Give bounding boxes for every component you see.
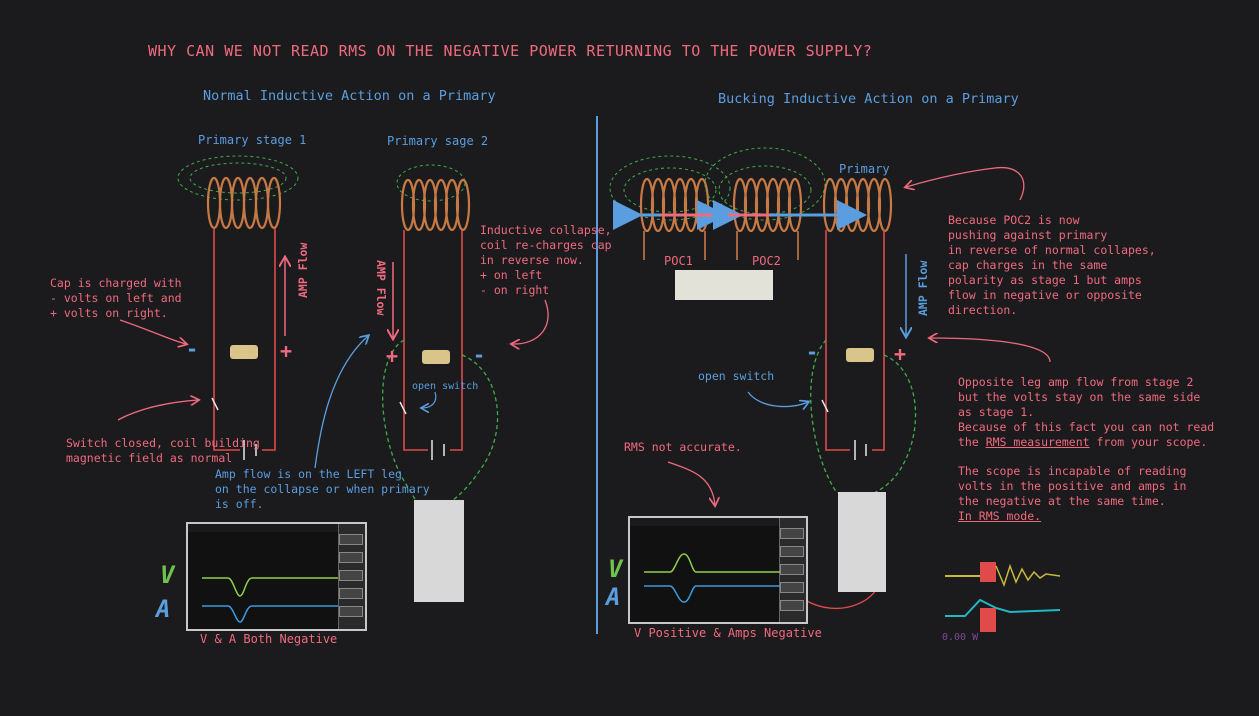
coil-poc2 — [704, 147, 826, 260]
coil-stage-1 — [177, 155, 299, 460]
left-scope-screen — [186, 522, 367, 631]
cap-note: Cap is charged with - volts on left and … — [50, 276, 182, 320]
open-switch-right: open switch — [698, 369, 775, 383]
opposite-note: Opposite leg amp flow from stage 2 but t… — [958, 375, 1215, 449]
scope-note: The scope is incapable of reading volts … — [958, 464, 1187, 508]
inset-waveform — [940, 560, 1064, 640]
right-scope-screen — [628, 516, 808, 624]
inset-value: 0.00 W — [942, 632, 979, 643]
open-switch-left: open switch — [412, 381, 479, 392]
minus-bucking: - — [806, 340, 819, 364]
collapse-note: Inductive collapse, coil re-charges cap … — [480, 223, 612, 297]
plus-stage-1: + — [280, 339, 293, 363]
minus-stage-1: - — [186, 337, 199, 361]
amp-flow-note: Amp flow is on the LEFT leg on the colla… — [215, 467, 430, 511]
coil-poc1 — [609, 155, 731, 260]
stage-1-label: Primary stage 1 — [198, 133, 307, 147]
right-v-label: V — [608, 555, 623, 583]
plus-stage-2: + — [386, 344, 399, 368]
amp-flow-label-2: AMP Flow — [374, 260, 388, 316]
plus-bucking: + — [894, 342, 907, 366]
left-scope-caption: V & A Both Negative — [200, 632, 338, 646]
right-scope-traces — [644, 553, 780, 603]
primary-label: Primary — [839, 162, 890, 176]
poc2-label: POC2 — [752, 254, 781, 268]
left-v-label: V — [160, 561, 175, 589]
bulls-image — [675, 270, 773, 300]
minus-stage-2: - — [473, 343, 486, 367]
left-a-label: A — [156, 595, 171, 623]
rms-not-accurate: RMS not accurate. — [624, 440, 742, 454]
right-heading: Bucking Inductive Action on a Primary — [718, 91, 1019, 107]
left-probe-photo — [414, 500, 464, 602]
left-scope-traces — [202, 577, 338, 623]
stage-2-label: Primary sage 2 — [387, 134, 489, 148]
poc1-label: POC1 — [664, 254, 693, 268]
right-scope-caption: V Positive & Amps Negative — [634, 626, 822, 640]
page-title: WHY CAN WE NOT READ RMS ON THE NEGATIVE … — [148, 42, 873, 60]
right-a-label: A — [606, 583, 621, 611]
left-heading: Normal Inductive Action on a Primary — [203, 88, 496, 104]
rms-mode-note: In RMS mode. — [958, 509, 1042, 523]
right-probe-photo — [838, 492, 886, 592]
poc2-note: Because POC2 is now pushing against prim… — [948, 213, 1156, 317]
amp-flow-label-1: AMP Flow — [296, 242, 310, 298]
switch-note: Switch closed, coil building magnetic fi… — [66, 436, 260, 465]
amp-flow-label-right: AMP Flow — [916, 260, 930, 316]
